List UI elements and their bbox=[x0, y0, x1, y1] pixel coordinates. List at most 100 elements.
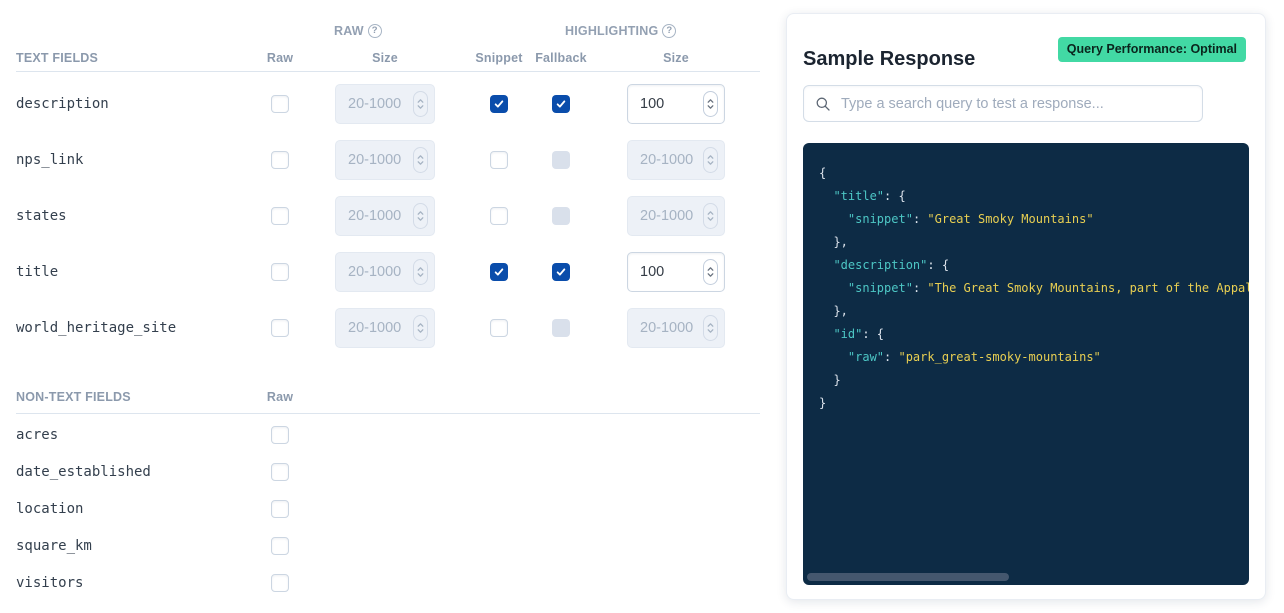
code-line: "raw": "park_great-smoky-mountains" bbox=[847, 350, 1101, 364]
column-header-raw-size: Size bbox=[372, 51, 398, 65]
raw-size-input-title: 20-1000 bbox=[335, 252, 435, 292]
raw-size-input-nps_link: 20-1000 bbox=[335, 140, 435, 180]
code-line: "title": { bbox=[833, 189, 906, 203]
raw-size-input-nps_link-stepper-icon bbox=[413, 147, 428, 173]
raw-checkbox-states[interactable] bbox=[271, 207, 289, 225]
search-box bbox=[803, 85, 1203, 122]
snippet-checkbox-world_heritage_site[interactable] bbox=[490, 319, 508, 337]
code-line: "id": { bbox=[833, 327, 885, 341]
highlight-size-input-nps_link-stepper-icon bbox=[703, 147, 718, 173]
column-header-raw: Raw bbox=[266, 51, 294, 65]
raw-checkbox-location[interactable] bbox=[271, 499, 289, 518]
horizontal-scrollbar-thumb[interactable] bbox=[807, 573, 1009, 581]
fallback-checkbox-title[interactable] bbox=[552, 263, 570, 281]
non-text-header-separator bbox=[16, 413, 760, 414]
field-config-table: RAW ? HIGHLIGHTING ? TEXT FIELDS Raw Siz… bbox=[0, 24, 770, 601]
highlight-size-input-world_heritage_site: 20-1000 bbox=[627, 308, 725, 348]
column-header-non-text-raw: Raw bbox=[266, 390, 294, 404]
raw-checkbox-square_km[interactable] bbox=[271, 536, 289, 555]
raw-size-input-title-value: 20-1000 bbox=[348, 264, 402, 280]
field-name: states bbox=[16, 208, 67, 224]
sample-response-card: Sample Response Query Performance: Optim… bbox=[786, 13, 1266, 600]
highlight-size-input-title-stepper-icon[interactable] bbox=[703, 259, 718, 285]
code-line: { bbox=[819, 166, 827, 180]
field-name: date_established bbox=[16, 463, 151, 480]
field-name: title bbox=[16, 264, 59, 280]
field-name: acres bbox=[16, 426, 59, 443]
raw-checkbox-description[interactable] bbox=[271, 95, 289, 113]
non-text-fields-section-header: NON-TEXT FIELDS bbox=[16, 390, 131, 404]
card-title: Sample Response bbox=[803, 48, 976, 70]
highlight-size-input-states-value: 20-1000 bbox=[640, 208, 694, 224]
non-text-field-row-visitors: visitors bbox=[0, 564, 770, 601]
raw-help-icon[interactable]: ? bbox=[367, 24, 382, 38]
non-text-field-row-square_km: square_km bbox=[0, 527, 770, 564]
query-performance-badge: Query Performance: Optimal bbox=[1057, 37, 1246, 62]
search-query-input[interactable] bbox=[839, 94, 1202, 113]
raw-checkbox-title[interactable] bbox=[271, 263, 289, 281]
column-header-highlight-size: Size bbox=[663, 51, 689, 65]
highlighting-group-label: HIGHLIGHTING bbox=[565, 24, 659, 38]
non-text-field-row-date_established: date_established bbox=[0, 453, 770, 490]
field-name: description bbox=[16, 96, 109, 112]
raw-checkbox-nps_link[interactable] bbox=[271, 151, 289, 169]
snippet-checkbox-nps_link[interactable] bbox=[490, 151, 508, 169]
fallback-checkbox-world_heritage_site bbox=[552, 319, 570, 337]
highlight-size-input-title[interactable]: 100 bbox=[627, 252, 725, 292]
raw-size-input-nps_link-value: 20-1000 bbox=[348, 152, 402, 168]
code-line: }, bbox=[819, 235, 848, 249]
non-text-field-row-acres: acres bbox=[0, 416, 770, 453]
highlight-size-input-description-stepper-icon[interactable] bbox=[703, 91, 718, 117]
highlight-size-input-description-value: 100 bbox=[640, 96, 665, 112]
highlight-size-input-world_heritage_site-stepper-icon bbox=[703, 315, 718, 341]
code-line: } bbox=[819, 396, 827, 410]
raw-size-input-world_heritage_site-stepper-icon bbox=[413, 315, 428, 341]
raw-checkbox-visitors[interactable] bbox=[271, 573, 289, 592]
highlight-size-input-world_heritage_site-value: 20-1000 bbox=[640, 320, 694, 336]
text-fields-section-header: TEXT FIELDS bbox=[16, 51, 99, 65]
raw-size-input-description-stepper-icon bbox=[413, 91, 428, 117]
text-field-row-states: states 20-1000 20-1000 bbox=[0, 188, 770, 244]
fallback-checkbox-nps_link bbox=[552, 151, 570, 169]
highlight-size-input-nps_link-value: 20-1000 bbox=[640, 152, 694, 168]
field-name: visitors bbox=[16, 574, 84, 591]
raw-size-input-states-value: 20-1000 bbox=[348, 208, 402, 224]
raw-checkbox-date_established[interactable] bbox=[271, 462, 289, 481]
column-header-snippet: Snippet bbox=[475, 51, 523, 65]
highlighting-group-header: HIGHLIGHTING ? bbox=[565, 24, 677, 38]
code-line: "description": { bbox=[833, 258, 950, 272]
snippet-checkbox-title[interactable] bbox=[490, 263, 508, 281]
code-line: } bbox=[819, 373, 841, 387]
highlighting-help-icon[interactable]: ? bbox=[662, 24, 677, 38]
raw-checkbox-world_heritage_site[interactable] bbox=[271, 319, 289, 337]
raw-size-input-world_heritage_site-value: 20-1000 bbox=[348, 320, 402, 336]
highlight-size-input-states-stepper-icon bbox=[703, 203, 718, 229]
highlight-size-input-description[interactable]: 100 bbox=[627, 84, 725, 124]
raw-size-input-states-stepper-icon bbox=[413, 203, 428, 229]
raw-size-input-title-stepper-icon bbox=[413, 259, 428, 285]
field-name: location bbox=[16, 500, 84, 517]
field-name: square_km bbox=[16, 537, 92, 554]
code-line: }, bbox=[819, 304, 848, 318]
search-icon bbox=[815, 96, 831, 112]
fallback-checkbox-description[interactable] bbox=[552, 95, 570, 113]
fallback-checkbox-states bbox=[552, 207, 570, 225]
highlight-size-input-title-value: 100 bbox=[640, 264, 665, 280]
raw-group-header: RAW ? bbox=[334, 24, 382, 38]
code-line: "snippet": "Great Smoky Mountains" bbox=[847, 212, 1094, 226]
raw-size-input-world_heritage_site: 20-1000 bbox=[335, 308, 435, 348]
raw-group-label: RAW bbox=[334, 24, 364, 38]
highlight-size-input-nps_link: 20-1000 bbox=[627, 140, 725, 180]
response-code-block[interactable]: { "title": { "snippet": "Great Smoky Mou… bbox=[803, 143, 1249, 585]
snippet-checkbox-states[interactable] bbox=[490, 207, 508, 225]
column-header-fallback: Fallback bbox=[535, 51, 587, 65]
non-text-field-row-location: location bbox=[0, 490, 770, 527]
snippet-checkbox-description[interactable] bbox=[490, 95, 508, 113]
header-separator bbox=[16, 71, 760, 72]
raw-checkbox-acres[interactable] bbox=[271, 425, 289, 444]
field-name: nps_link bbox=[16, 152, 84, 168]
text-field-row-nps_link: nps_link 20-1000 20-1000 bbox=[0, 132, 770, 188]
